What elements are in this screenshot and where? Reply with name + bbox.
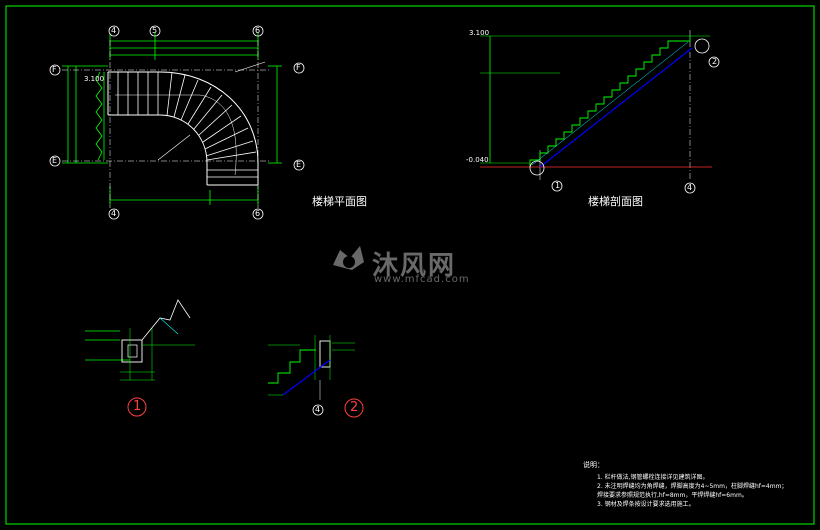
- axis-bubble-f-left: [49, 64, 61, 76]
- axis-bubble-5-top: [149, 25, 161, 37]
- axis-bubble-4-top: [108, 25, 120, 37]
- watermark-logo-icon: [333, 246, 364, 270]
- section-axis-label-2: 2: [712, 57, 718, 66]
- axis-label-f-left: F: [52, 65, 57, 74]
- axis-label-e-right: E: [296, 160, 302, 169]
- note-item-3: 焊接要求参照规范执行,hf=8mm，平焊焊缝hf=6mm。: [597, 492, 748, 499]
- section-level-top: 3.100: [469, 29, 490, 37]
- detail-bubble-2-axis: [312, 404, 324, 416]
- detail-bubble-2: [344, 398, 364, 418]
- note-item-1: 1. 栏杆做法,钢管螺栓连接详见建筑详图。: [597, 474, 709, 481]
- note-item-4: 3. 钢材及焊条按设计要求选用施工。: [597, 501, 695, 508]
- stair-plan: [49, 25, 305, 220]
- axis-bubble-f-right: [293, 62, 305, 74]
- axis-label-4-top: 4: [111, 26, 117, 35]
- watermark: 沐风网: [330, 245, 456, 282]
- plan-title: 楼梯平面图: [312, 195, 367, 208]
- section-bubble-2: [708, 56, 720, 68]
- stair-section: [480, 30, 720, 194]
- detail-2-number: 2: [350, 400, 359, 415]
- axis-label-6-bottom: 6: [255, 209, 261, 218]
- axis-bubble-e-left: [49, 155, 61, 167]
- section-axis-label-4: 4: [687, 183, 693, 192]
- detail-1-number: 1: [133, 399, 142, 414]
- note-item-2: 2. 未注明焊缝均为角焊缝，焊脚高度为4~5mm，柱脚焊缝hf=4mm；: [597, 483, 788, 490]
- axis-bubble-4-bottom: [108, 208, 120, 220]
- detail-2-axis-number: 4: [315, 405, 321, 414]
- axis-bubble-6-top: [252, 25, 264, 37]
- detail-1-drawing: [85, 299, 195, 381]
- notes-heading: 说明：: [583, 461, 604, 469]
- section-title: 楼梯剖面图: [588, 195, 643, 208]
- axis-label-5-top: 5: [152, 26, 158, 35]
- plan-level-mark: 3.100: [84, 75, 105, 83]
- axis-label-f-right: F: [296, 63, 301, 72]
- section-axis-label-1: 1: [555, 181, 561, 190]
- watermark-text: 沐风网: [372, 251, 457, 281]
- axis-label-4-bottom: 4: [111, 209, 117, 218]
- detail-2-drawing: [268, 335, 355, 400]
- axis-label-6-top: 6: [255, 26, 261, 35]
- detail-bubble-1: [127, 397, 147, 417]
- section-bubble-1: [551, 180, 563, 192]
- section-level-bottom: -0.040: [466, 156, 489, 164]
- general-notes: 说明： 1. 栏杆做法,钢管螺栓连接详见建筑详图。 2. 未注明焊缝均为角焊缝，…: [583, 461, 808, 509]
- section-bubble-4: [684, 182, 696, 194]
- axis-label-e-left: E: [52, 156, 58, 165]
- axis-bubble-6-bottom: [252, 208, 264, 220]
- watermark-url: www.mfcad.com: [374, 274, 470, 285]
- axis-bubble-e-right: [293, 159, 305, 171]
